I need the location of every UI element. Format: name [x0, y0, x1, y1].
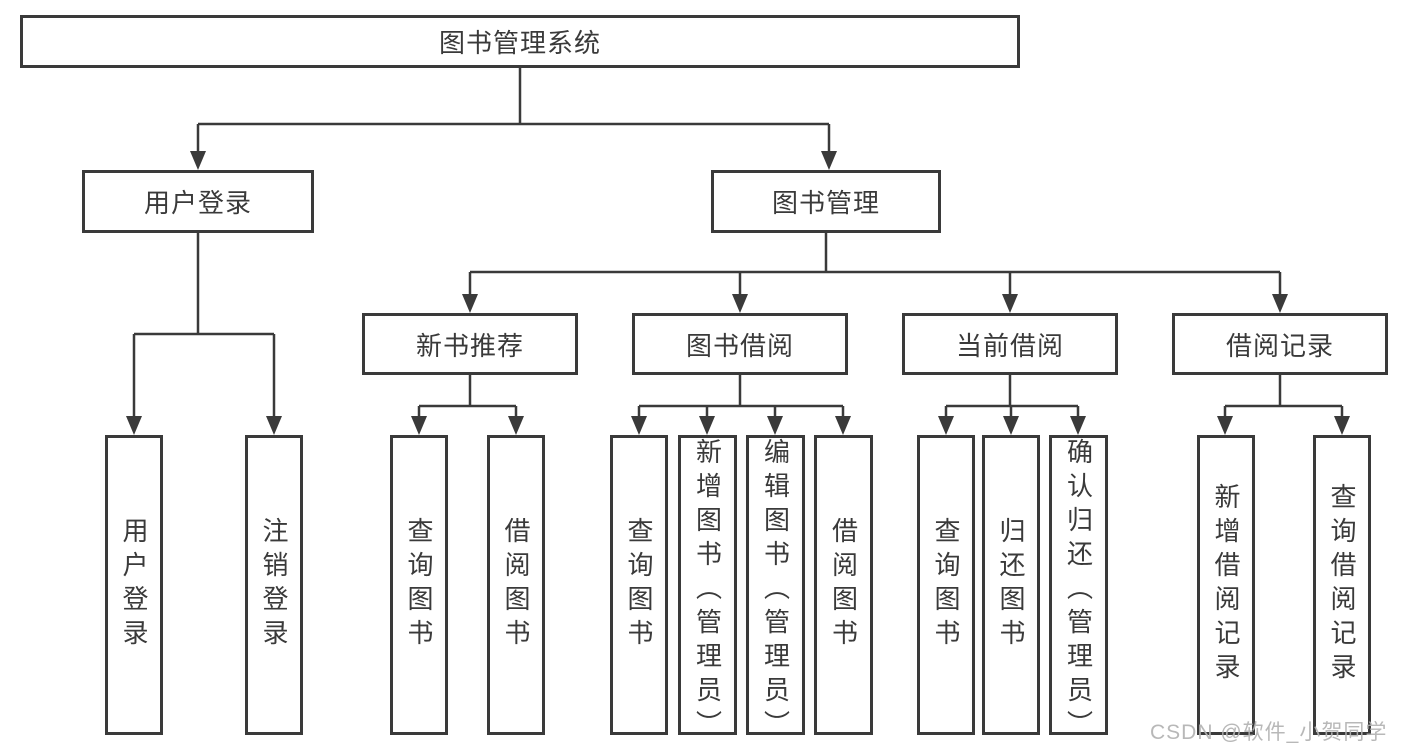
leaf-cb-return-book: 归还图书 [982, 435, 1040, 735]
leaf-nb-query-book: 查询图书 [390, 435, 448, 735]
leaf-bb-add-book-admin: 新增图书（管理员） [678, 435, 737, 744]
leaf-bb-edit-book-admin: 编辑图书（管理员） [746, 435, 805, 744]
leaf-nb-borrow-book: 借阅图书 [487, 435, 545, 735]
node-library-system: 图书管理系统 [20, 15, 1020, 68]
leaf-cb-confirm-return-admin: 确认归还（管理员） [1049, 435, 1108, 744]
leaf-cb-query-book: 查询图书 [917, 435, 975, 735]
leaf-bb-borrow-book: 借阅图书 [814, 435, 873, 735]
leaf-br-add-record: 新增借阅记录 [1197, 435, 1255, 735]
node-book-borrow: 图书借阅 [632, 313, 848, 375]
node-book-management: 图书管理 [711, 170, 941, 233]
leaf-br-query-record: 查询借阅记录 [1313, 435, 1371, 735]
node-user-login: 用户登录 [82, 170, 314, 233]
leaf-bb-query-book: 查询图书 [610, 435, 668, 735]
node-new-book-recommend: 新书推荐 [362, 313, 578, 375]
node-current-borrow: 当前借阅 [902, 313, 1118, 375]
watermark: CSDN @软件_小贺同学 [1150, 721, 1388, 744]
edge-lines [132, 68, 1344, 418]
leaf-user-login: 用户登录 [105, 435, 163, 735]
node-borrow-records: 借阅记录 [1172, 313, 1388, 375]
leaf-logout: 注销登录 [245, 435, 303, 735]
